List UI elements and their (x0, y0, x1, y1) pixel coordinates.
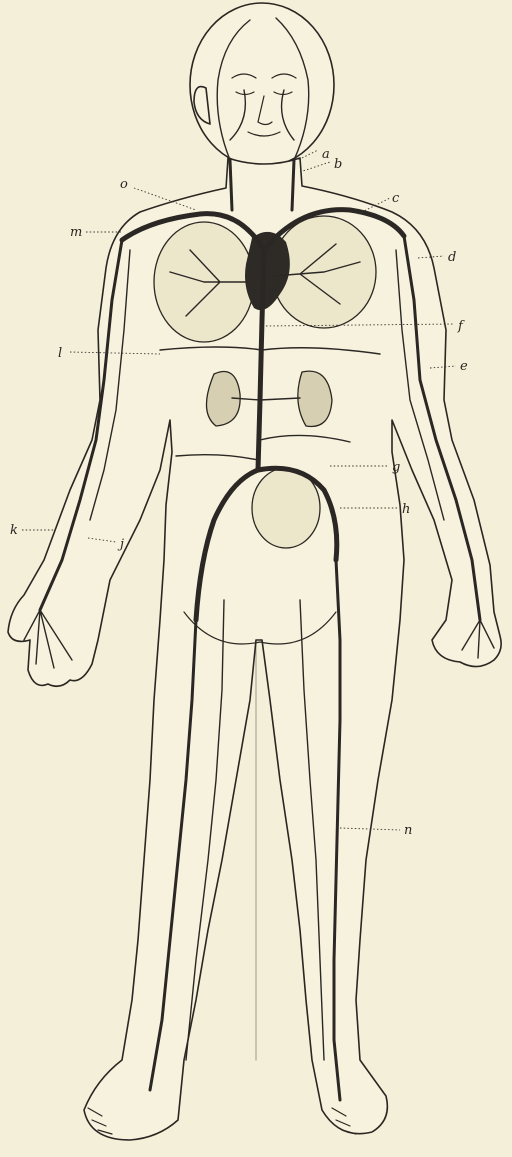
label-f: f (457, 319, 465, 334)
label-h: h (402, 502, 410, 517)
right-carotid (230, 160, 232, 210)
body-outline (8, 3, 501, 1140)
label-g: g (392, 460, 400, 475)
label-n: n (404, 823, 412, 838)
label-d: d (448, 250, 456, 265)
label-l: l (58, 346, 62, 361)
label-m: m (70, 225, 82, 240)
label-o: o (120, 177, 128, 192)
label-a: a (322, 147, 330, 162)
label-c: c (392, 191, 400, 206)
left-carotid (292, 160, 294, 210)
leader-b (300, 162, 330, 172)
label-e: e (460, 359, 468, 374)
label-k: k (10, 523, 18, 538)
head (190, 3, 334, 167)
label-b: b (334, 157, 342, 172)
